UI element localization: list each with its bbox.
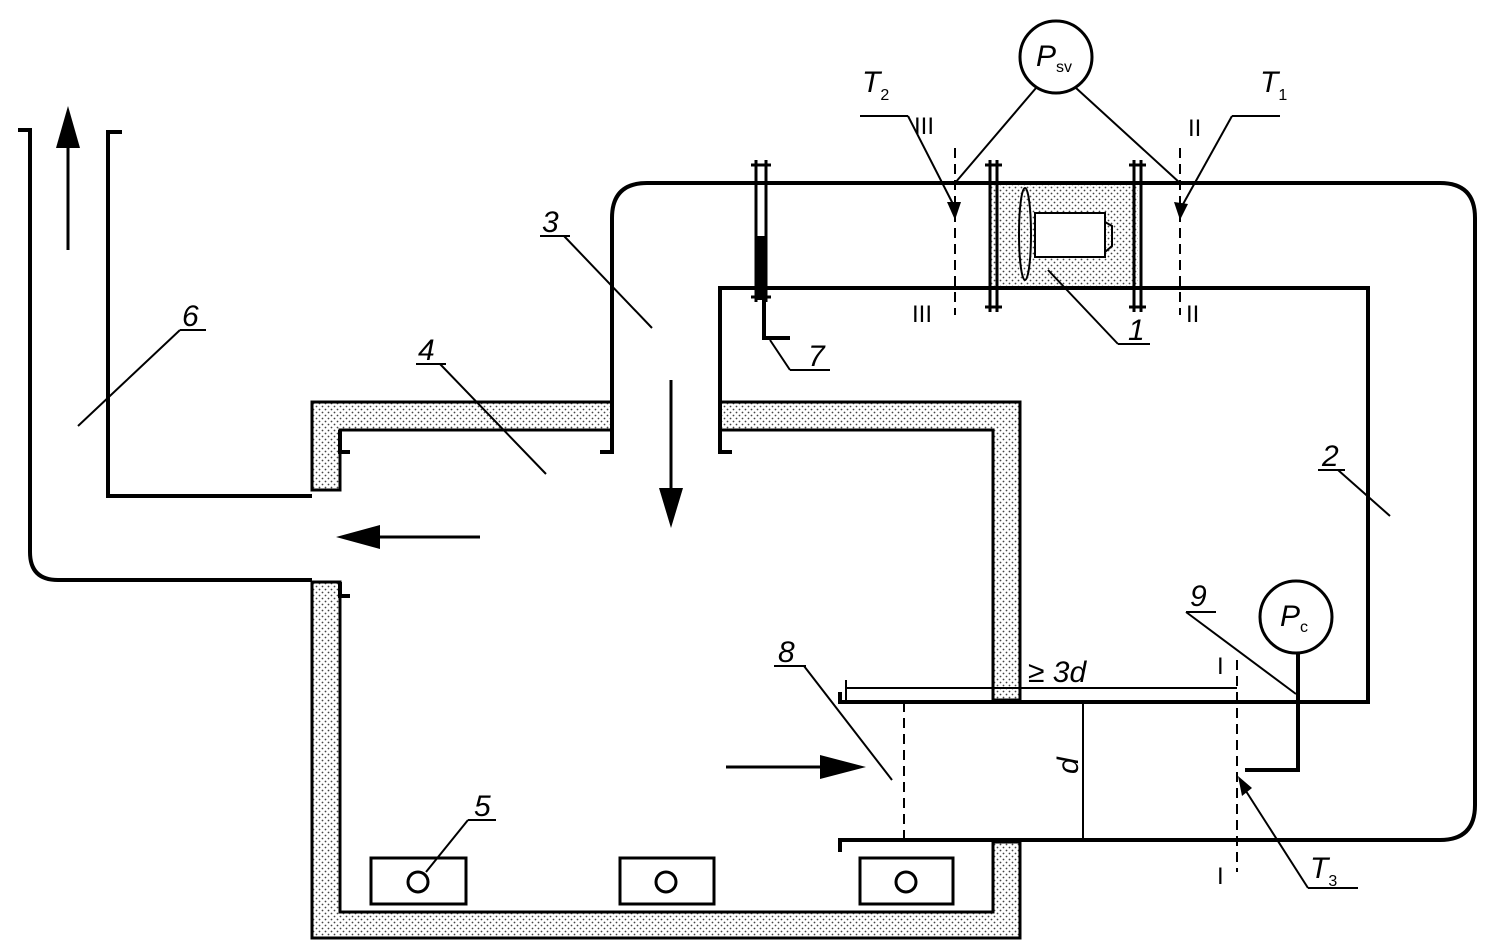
sensor-labels: T1 T2 T3 (862, 66, 1337, 890)
label-leaders (77, 235, 1391, 873)
heater (858, 856, 955, 906)
component-labels: 1 2 3 4 5 6 7 8 9 (182, 206, 1339, 823)
gauge-psv-label: Psv (1036, 40, 1072, 76)
sensor-leaders (860, 115, 1358, 889)
dimension-length-label: ≥ 3d (1028, 656, 1087, 689)
gauge-labels: Psv Pc (1036, 40, 1308, 636)
label-7: 7 (808, 340, 826, 373)
damper (751, 160, 790, 340)
section-i-bottom: I (1217, 863, 1224, 890)
exhaust-stack (18, 128, 312, 582)
fan-unit (985, 160, 1146, 312)
label-6: 6 (182, 300, 199, 333)
gauge-pc-label: Pc (1280, 600, 1308, 636)
dimension-diameter-label: d (1052, 756, 1085, 774)
arrow-down (659, 380, 683, 528)
duct-loop (610, 181, 1477, 852)
flange-left (985, 160, 1002, 312)
sensor-t3-label: T3 (1310, 852, 1337, 890)
heater (369, 856, 468, 906)
gauge-psv (954, 19, 1181, 184)
sensor-t2-label: T2 (862, 66, 889, 104)
label-4: 4 (418, 334, 435, 367)
arrow-up (56, 106, 80, 250)
label-3: 3 (542, 206, 559, 239)
heaters (369, 856, 955, 906)
section-ii-top: II (1188, 115, 1201, 142)
dimension-lines (845, 680, 1237, 840)
section-i-top: I (1217, 653, 1224, 680)
sensor-t1-label: T1 (1260, 66, 1287, 104)
gauge-pc (1245, 579, 1334, 772)
flange-right (1129, 160, 1146, 312)
heater (618, 856, 716, 906)
label-2: 2 (1321, 440, 1339, 473)
section-iii-top: III (914, 113, 934, 140)
label-8: 8 (778, 636, 795, 669)
arrow-right (726, 755, 866, 779)
section-ii-bottom: II (1186, 301, 1199, 328)
label-9: 9 (1190, 580, 1207, 613)
label-1: 1 (1128, 314, 1145, 347)
arrow-left (336, 525, 480, 549)
section-lines (903, 148, 1238, 872)
label-5: 5 (474, 790, 491, 823)
section-labels: I I II II III III (912, 113, 1224, 890)
section-iii-bottom: III (912, 301, 932, 328)
flow-arrows (56, 106, 866, 779)
dimension-labels: ≥ 3d d (1028, 656, 1087, 774)
